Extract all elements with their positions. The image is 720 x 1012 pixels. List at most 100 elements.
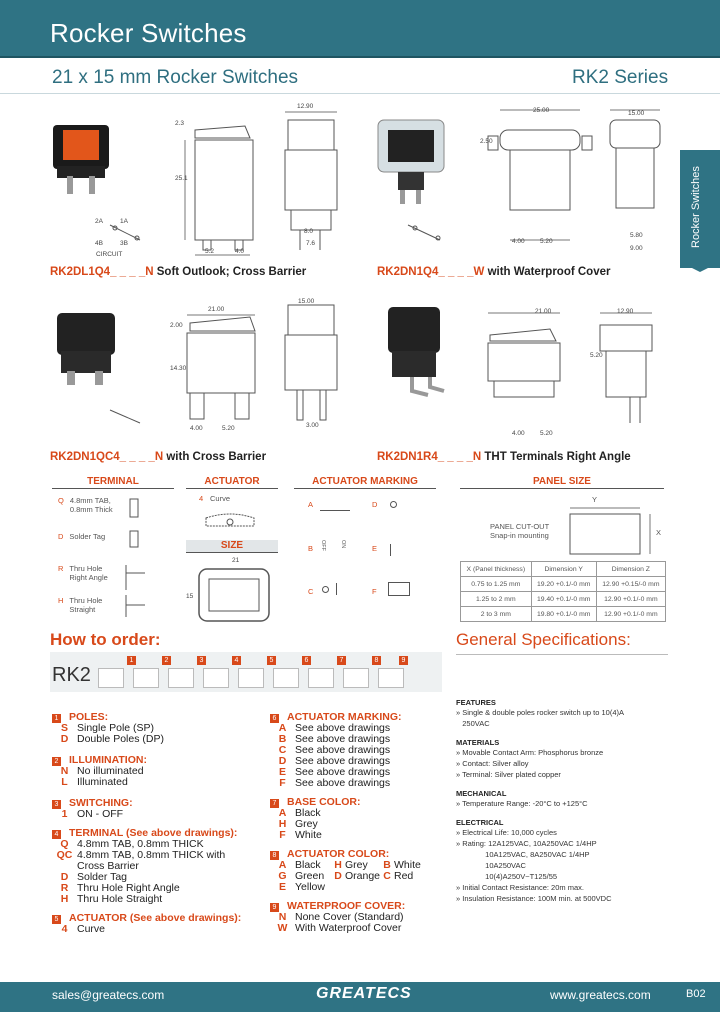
option-head: ILLUMINATION: bbox=[69, 754, 147, 766]
product-desc: with Cross Barrier bbox=[166, 451, 267, 463]
marking-f-symbol bbox=[388, 582, 410, 596]
option-number: 4 bbox=[52, 830, 61, 839]
panel-td: 12.90 +0.1/-0 mm bbox=[595, 606, 667, 622]
dim-label: 12.90 bbox=[617, 308, 634, 315]
specs-title: General Specifications: bbox=[456, 630, 631, 649]
spec-item: » Movable Contact Arm: Phosphorus bronze bbox=[456, 748, 604, 757]
slot-box[interactable] bbox=[168, 668, 194, 688]
spec-heading: MECHANICAL bbox=[456, 789, 507, 798]
slot-number: 8 bbox=[372, 656, 381, 665]
dim-label: 8.0 bbox=[304, 228, 314, 235]
footer-web-link[interactable]: www.greatecs.com bbox=[550, 988, 651, 1002]
dim-label: 21.00 bbox=[208, 306, 225, 313]
series-label: RK2 Series bbox=[572, 67, 669, 88]
side-tab-label: Rocker Switches bbox=[690, 166, 702, 249]
slot-box[interactable] bbox=[273, 668, 299, 688]
slot-box[interactable] bbox=[98, 668, 124, 688]
dim-label: 15.00 bbox=[298, 298, 315, 305]
panel-td: 1.25 to 2 mm bbox=[460, 591, 532, 607]
option-number: 3 bbox=[52, 800, 61, 809]
marking-code-d: D bbox=[372, 500, 378, 509]
subtitle-row bbox=[0, 60, 720, 94]
slot-number: 2 bbox=[162, 656, 171, 665]
dim-label: 5.2 bbox=[205, 248, 215, 255]
panel-y-label: Y bbox=[592, 495, 598, 504]
panel-th: Dimension Y bbox=[530, 561, 597, 577]
terminal-code: Q bbox=[58, 496, 64, 505]
dim-label: 9.00 bbox=[630, 245, 643, 252]
panel-td: 12.90 +0.15/-0 mm bbox=[595, 576, 667, 592]
slot-number: 7 bbox=[337, 656, 346, 665]
dim-label: 2.50 bbox=[480, 138, 493, 145]
terminal-label: Thru Hole Straight bbox=[69, 596, 103, 614]
dim-label: 5.20 bbox=[540, 238, 553, 245]
dim-label: 15.00 bbox=[628, 110, 645, 117]
dim-label: 14.30 bbox=[170, 365, 187, 372]
panel-drawing bbox=[569, 507, 651, 555]
slot-number: 1 bbox=[127, 656, 136, 665]
panel-table-row: 2 to 3 mm 19.80 +0.1/-0 mm 12.90 +0.1/-0… bbox=[460, 606, 667, 622]
slot-number: 6 bbox=[302, 656, 311, 665]
panel-table: X (Panel thickness) Dimension Y Dimensio… bbox=[460, 561, 667, 622]
slot-box[interactable] bbox=[308, 668, 334, 688]
spec-heading: ELECTRICAL bbox=[456, 818, 504, 827]
subtitle: 21 x 15 mm Rocker Switches bbox=[52, 67, 299, 88]
terminal-code: D bbox=[58, 532, 64, 541]
option-number: 9 bbox=[270, 903, 279, 912]
spec-item: 10A250VAC bbox=[456, 861, 526, 870]
slot-box[interactable] bbox=[133, 668, 159, 688]
dim-label: 21.00 bbox=[535, 308, 552, 315]
dim-label: 5.20 bbox=[222, 425, 235, 432]
side-tab-arrow-icon bbox=[680, 262, 720, 272]
terminal-label: Thru Hole Right Angle bbox=[69, 564, 108, 582]
terminal-label: Solder Tag bbox=[69, 532, 106, 541]
size-header: SIZE bbox=[186, 540, 278, 553]
circuit-4b: 4B bbox=[95, 240, 103, 247]
dim-label: 5.20 bbox=[540, 430, 553, 437]
page-title: Rocker Switches bbox=[50, 18, 247, 48]
footer-bar bbox=[0, 982, 720, 1012]
product-code: RK2DN1Q4_ _ _ _W bbox=[377, 266, 485, 278]
spec-item: 10(4)A250V~T125/55 bbox=[456, 872, 558, 881]
dim-label: 5.80 bbox=[630, 232, 643, 239]
slot-number: 4 bbox=[232, 656, 241, 665]
marking-b-on: ON bbox=[340, 540, 346, 549]
circuit-label: CIRCUIT bbox=[96, 251, 123, 258]
marking-code-c: C bbox=[308, 587, 314, 596]
side-tab[interactable] bbox=[680, 150, 720, 268]
marking-code-e: E bbox=[372, 544, 378, 553]
specs-list: FEATURES » Single & double poles rocker … bbox=[456, 698, 671, 904]
size-width: 21 bbox=[232, 557, 240, 564]
dim-label: 7.6 bbox=[306, 240, 316, 247]
option-head: SWITCHING: bbox=[69, 797, 133, 809]
product-desc: with Waterproof Cover bbox=[487, 266, 611, 278]
terminal-header: TERMINAL bbox=[52, 476, 174, 489]
panel-td: 19.20 +0.1/-0 mm bbox=[530, 576, 597, 592]
marking-a-symbol bbox=[320, 510, 350, 511]
dim-label: 25.1 bbox=[175, 175, 188, 182]
spec-item: 10A125VAC, 8A250VAC 1/4HP bbox=[456, 850, 590, 859]
terminal-label: 4.8mm TAB, 0.8mm Thick bbox=[69, 496, 113, 514]
spec-item: » Single & double poles rocker switch up… bbox=[456, 708, 625, 717]
terminal-list: Q 4.8mm TAB, 0.8mm Thick D Solder Tag R … bbox=[58, 496, 178, 628]
slot-box[interactable] bbox=[378, 668, 404, 688]
footer-page-number: B02 bbox=[686, 988, 706, 1000]
slot-box[interactable] bbox=[343, 668, 369, 688]
footer-logo: GREATECS bbox=[316, 985, 412, 1002]
spec-item: » Temperature Range: -20°C to +125°C bbox=[456, 799, 588, 808]
order-slots: 1 2 3 4 5 6 7 8 9 bbox=[98, 656, 408, 688]
product-code: RK2DL1Q4_ _ _ _N bbox=[50, 266, 154, 278]
spec-item: » Insulation Resistance: 100M min. at 50… bbox=[456, 894, 612, 903]
footer-email-link[interactable]: sales@greatecs.com bbox=[52, 988, 165, 1002]
option-number: 6 bbox=[270, 714, 279, 723]
slot-box[interactable] bbox=[238, 668, 264, 688]
terminal-item: R Thru Hole Right Angle bbox=[58, 564, 178, 596]
dim-label: 5.20 bbox=[590, 352, 603, 359]
slot-box[interactable] bbox=[203, 668, 229, 688]
marking-e-symbol bbox=[390, 544, 410, 556]
order-prefix: RK2 bbox=[52, 664, 91, 686]
slot-number: 3 bbox=[197, 656, 206, 665]
marking-header: ACTUATOR MARKING bbox=[294, 476, 436, 489]
order-title: How to order: bbox=[50, 630, 161, 649]
